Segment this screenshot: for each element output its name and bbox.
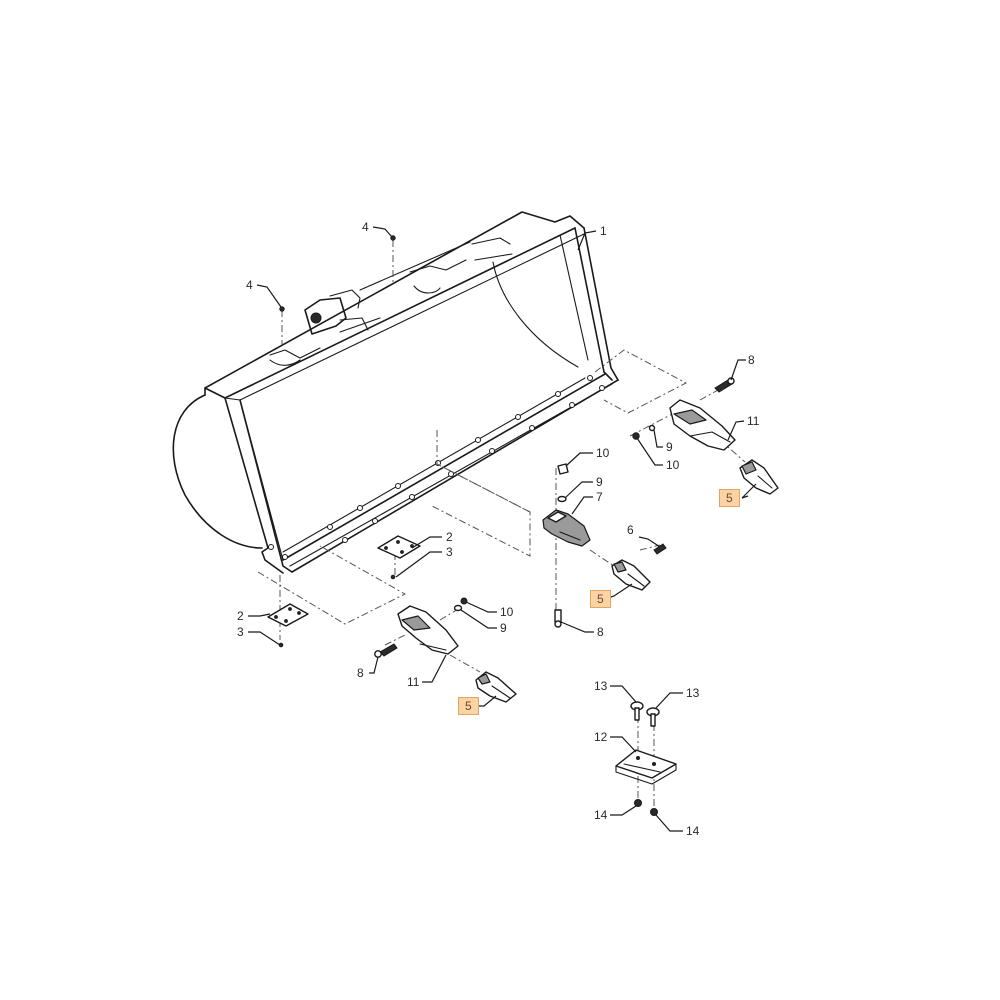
nut-14-a[interactable] bbox=[634, 799, 642, 807]
wear-plate-2-left[interactable] bbox=[267, 603, 309, 627]
bolt-13-a[interactable] bbox=[630, 701, 644, 721]
callout-13-bolt-b[interactable]: 13 bbox=[686, 686, 700, 700]
bolt-8-mid[interactable] bbox=[554, 609, 562, 628]
tooth-5-left[interactable] bbox=[475, 671, 517, 703]
callout-5-tooth-left[interactable]: 5 bbox=[458, 697, 479, 715]
nut-10-mid[interactable] bbox=[557, 463, 569, 475]
washer-9-left[interactable] bbox=[453, 604, 463, 612]
callout-3-bolt-mid[interactable]: 3 bbox=[446, 545, 453, 559]
callout-10-nut-mid[interactable]: 10 bbox=[596, 446, 610, 460]
callout-1-bucket[interactable]: 1 bbox=[600, 224, 607, 238]
edge-segment-12[interactable] bbox=[615, 749, 677, 785]
callout-11-adapter-right[interactable]: 11 bbox=[747, 414, 760, 428]
cutting-edge-holes bbox=[268, 375, 605, 560]
callout-14-nut-a[interactable]: 14 bbox=[594, 808, 608, 822]
callout-9-washer-right[interactable]: 9 bbox=[666, 440, 673, 454]
callout-4-bolt-lower[interactable]: 4 bbox=[246, 278, 253, 292]
tooth-5-mid[interactable] bbox=[611, 559, 651, 591]
callout-12-edge-segment[interactable]: 12 bbox=[594, 730, 608, 744]
callout-2-plate-left[interactable]: 2 bbox=[237, 609, 244, 623]
callout-2-plate-mid[interactable]: 2 bbox=[446, 530, 453, 544]
bolt-13-b[interactable] bbox=[646, 707, 660, 727]
pin-8-right[interactable] bbox=[714, 377, 735, 393]
callout-3-bolt-left[interactable]: 3 bbox=[237, 625, 244, 639]
washer-9-mid[interactable] bbox=[557, 495, 567, 503]
callout-9-washer-mid[interactable]: 9 bbox=[596, 475, 603, 489]
callout-6-pin-mid[interactable]: 6 bbox=[627, 523, 634, 537]
nut-10-left[interactable] bbox=[460, 597, 468, 605]
callout-5-tooth-mid[interactable]: 5 bbox=[590, 590, 611, 608]
callout-4-bolt-upper[interactable]: 4 bbox=[362, 220, 369, 234]
nut-14-b[interactable] bbox=[650, 808, 658, 816]
bolt-4-lower[interactable] bbox=[279, 306, 285, 312]
tooth-5-right[interactable] bbox=[739, 459, 779, 495]
callout-11-adapter-left[interactable]: 11 bbox=[407, 675, 420, 689]
callout-14-nut-b[interactable]: 14 bbox=[686, 824, 700, 838]
callout-13-bolt-a[interactable]: 13 bbox=[594, 679, 608, 693]
callout-8-bolt-mid[interactable]: 8 bbox=[597, 625, 604, 639]
wear-plate-2-mid[interactable] bbox=[377, 535, 421, 559]
callout-10-nut-left[interactable]: 10 bbox=[500, 605, 514, 619]
callout-5-tooth-right[interactable]: 5 bbox=[719, 489, 740, 507]
adapter-11-left[interactable] bbox=[397, 605, 459, 655]
pin-6-mid[interactable] bbox=[653, 543, 667, 555]
bolt-3-mid[interactable] bbox=[390, 574, 396, 580]
adapter-11-right[interactable] bbox=[669, 399, 736, 451]
callout-9-washer-left[interactable]: 9 bbox=[500, 621, 507, 635]
callout-8-pin-left[interactable]: 8 bbox=[357, 666, 364, 680]
callout-8-pin-right[interactable]: 8 bbox=[748, 353, 755, 367]
callout-10-nut-right[interactable]: 10 bbox=[666, 458, 680, 472]
leader-lines bbox=[248, 226, 757, 832]
adapter-7-mid[interactable] bbox=[542, 509, 591, 547]
nut-10-right[interactable] bbox=[632, 432, 640, 440]
washer-9-right[interactable] bbox=[648, 424, 656, 432]
callout-7-adapter-mid[interactable]: 7 bbox=[596, 490, 603, 504]
bucket-body[interactable] bbox=[172, 211, 619, 574]
pin-8-left[interactable] bbox=[374, 643, 398, 658]
